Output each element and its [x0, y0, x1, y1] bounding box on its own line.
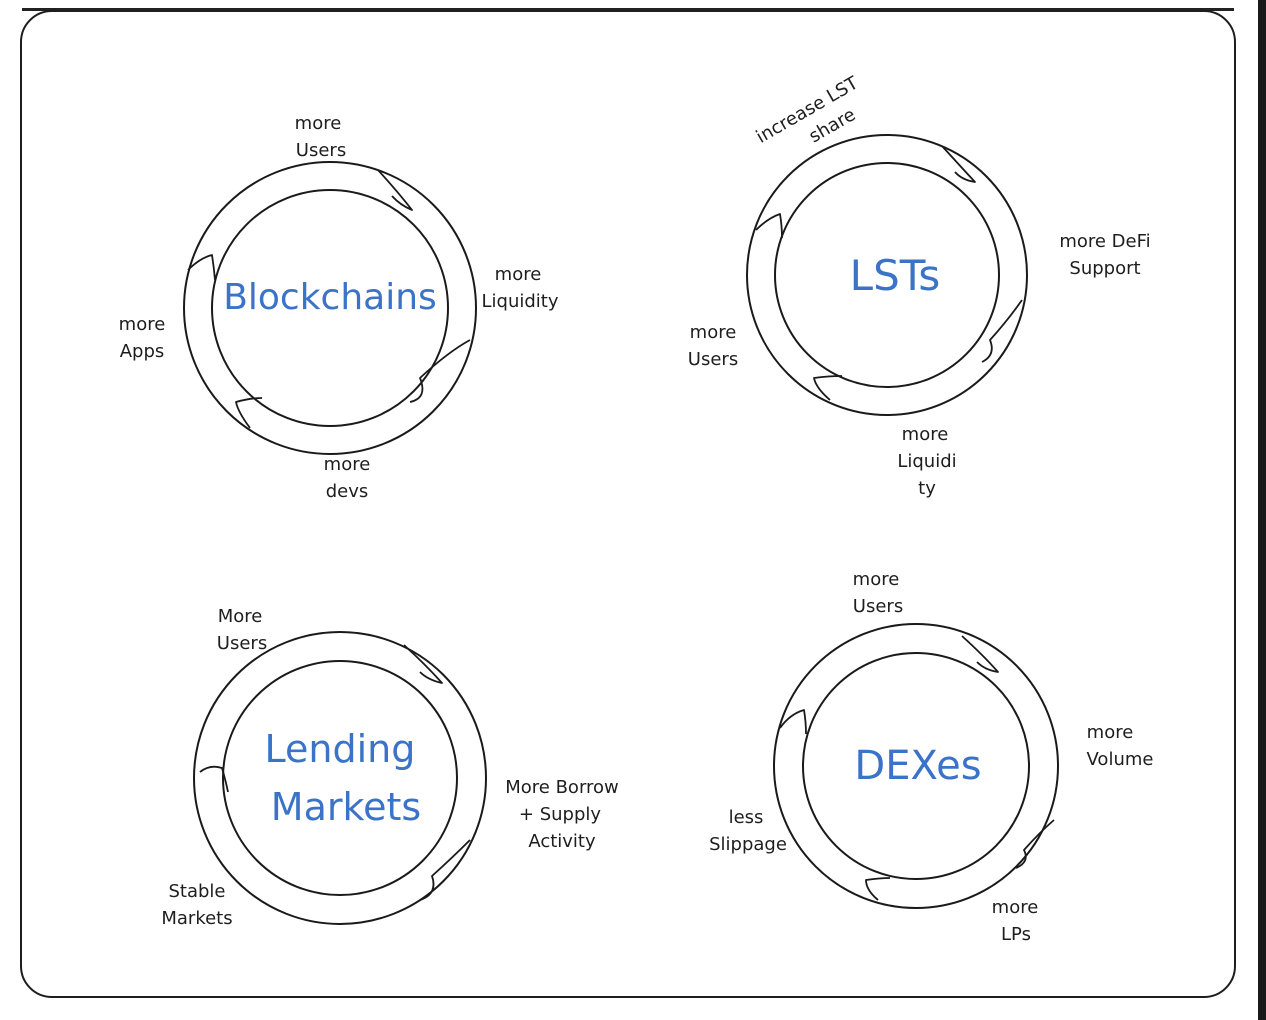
arrow-notch — [403, 644, 443, 684]
inner-ring — [222, 660, 458, 896]
arrow-notch — [813, 375, 843, 401]
inner-ring — [774, 162, 1000, 388]
arrow-notch — [755, 213, 783, 239]
svg-text:DEXes: DEXes — [854, 743, 981, 789]
top-edge-line — [22, 8, 1234, 11]
arrow-notch — [235, 397, 263, 429]
outer-ring — [193, 631, 487, 925]
inner-ring — [802, 652, 1030, 880]
svg-text:LSTs: LSTs — [850, 251, 941, 300]
cycle-title: DEXes — [854, 743, 981, 789]
top-strip — [0, 0, 1266, 10]
cycle-title: Markets — [271, 785, 421, 829]
arrow-notch — [409, 339, 471, 403]
svg-text:Lending Markets: Lending Markets — [265, 727, 428, 829]
cycle-title: LSTs — [850, 251, 941, 300]
arrow-notch — [419, 839, 471, 901]
arrow-notch — [1015, 819, 1055, 869]
arrow-notch — [187, 254, 216, 281]
cycle-title: Blockchains — [223, 277, 437, 318]
outer-ring — [773, 623, 1059, 909]
arrow-notch — [865, 877, 891, 901]
arrow-notch — [199, 765, 229, 793]
arrow-notch — [779, 709, 807, 735]
arrow-notch — [981, 299, 1023, 363]
arrow-notch — [377, 169, 413, 211]
outer-ring — [746, 134, 1028, 416]
window-right-edge — [1258, 0, 1266, 1020]
arrow-notch — [941, 145, 976, 183]
inner-ring — [211, 189, 449, 427]
outer-ring — [183, 161, 477, 455]
svg-text:Blockchains: Blockchains — [223, 277, 437, 318]
arrow-notch — [961, 635, 999, 673]
cycle-title: Lending — [265, 727, 416, 771]
diagram-card — [20, 10, 1236, 998]
